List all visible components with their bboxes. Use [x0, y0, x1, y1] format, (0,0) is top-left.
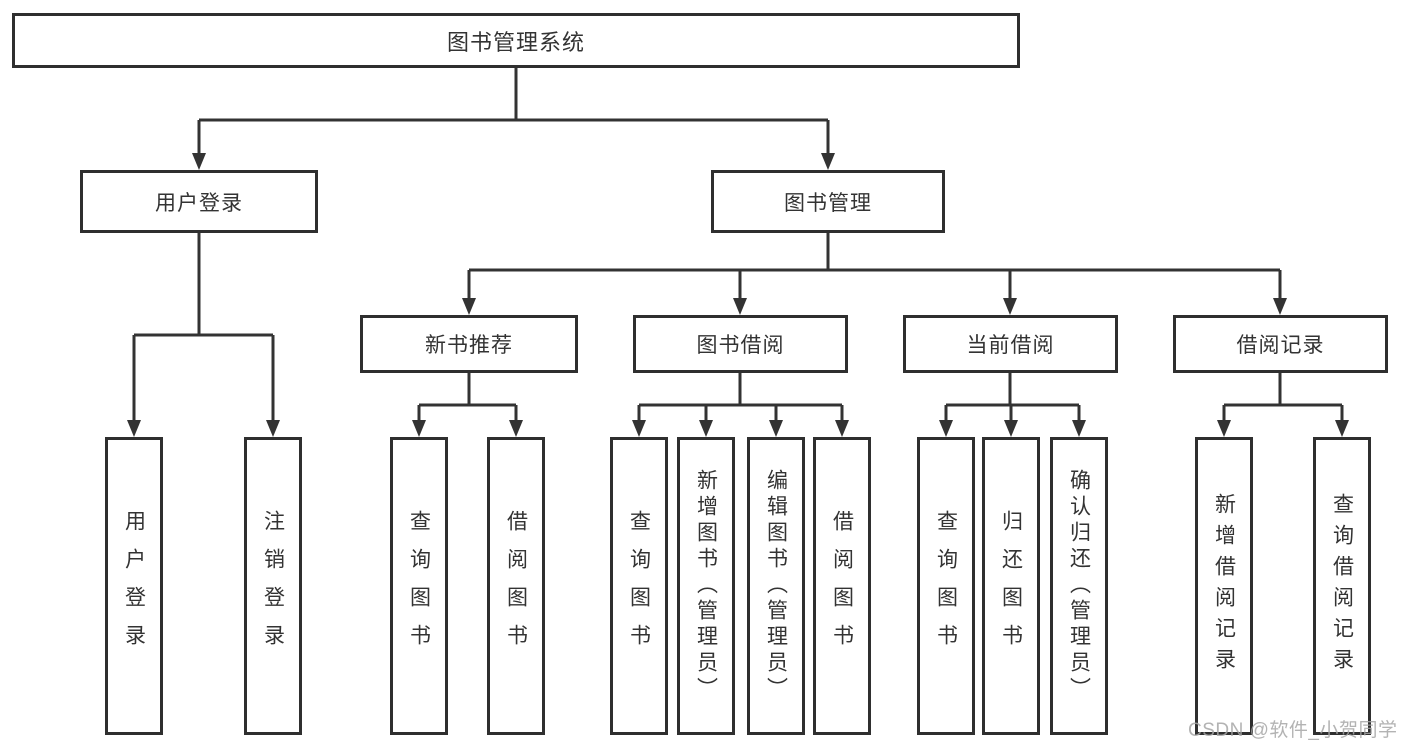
leaf-label: 查询借阅记录 — [1330, 493, 1354, 679]
arrowhead — [733, 298, 747, 315]
connector-newbook-to-leaves — [417, 373, 518, 421]
arrowhead — [699, 420, 713, 437]
leaf-query-borrow-record: 查询借阅记录 — [1313, 437, 1371, 735]
arrowhead — [462, 298, 476, 315]
leaf-borrow-books-newbook: 借阅图书 — [487, 437, 545, 735]
node-new-book-recommendation: 新书推荐 — [360, 315, 578, 373]
connector-userlogin-to-leaves — [132, 233, 275, 421]
connector-bookborrow-to-leaves — [637, 373, 844, 421]
leaf-add-borrow-record: 新增借阅记录 — [1195, 437, 1253, 735]
arrowhead — [939, 420, 953, 437]
arrowhead — [509, 420, 523, 437]
arrowhead — [1273, 298, 1287, 315]
leaf-edit-books-admin: 编辑图书（管理员） — [747, 437, 805, 735]
connector-bookmgmt-to-level3 — [467, 233, 1282, 299]
leaf-label: 查询图书 — [934, 510, 958, 662]
leaf-label: 借阅图书 — [504, 510, 528, 662]
leaf-query-books-borrow: 查询图书 — [610, 437, 668, 735]
node-book-borrowing: 图书借阅 — [633, 315, 848, 373]
node-current-borrowing: 当前借阅 — [903, 315, 1118, 373]
leaf-logout: 注销登录 — [244, 437, 302, 735]
leaf-label: 确认归还（管理员） — [1067, 469, 1091, 703]
arrowhead — [1072, 420, 1086, 437]
leaf-user-login: 用户登录 — [105, 437, 163, 735]
leaf-return-books: 归还图书 — [982, 437, 1040, 735]
connector-borrowrecords-to-leaves — [1222, 373, 1344, 421]
leaf-label: 注销登录 — [261, 510, 285, 662]
arrowhead — [1217, 420, 1231, 437]
leaf-label: 借阅图书 — [830, 510, 854, 662]
leaf-label: 编辑图书（管理员） — [764, 469, 788, 703]
node-book-management: 图书管理 — [711, 170, 945, 233]
leaf-borrow-books-borrow: 借阅图书 — [813, 437, 871, 735]
arrowhead — [821, 153, 835, 170]
arrowhead — [769, 420, 783, 437]
arrowhead — [127, 420, 141, 437]
arrowhead — [412, 420, 426, 437]
arrowhead — [835, 420, 849, 437]
leaf-label: 查询图书 — [407, 510, 431, 662]
arrowhead — [1335, 420, 1349, 437]
csdn-watermark: CSDN @软件_小贺同学 — [1188, 720, 1398, 741]
leaf-confirm-return-admin: 确认归还（管理员） — [1050, 437, 1108, 735]
leaf-label: 用户登录 — [122, 510, 146, 662]
node-user-login: 用户登录 — [80, 170, 318, 233]
leaf-label: 新增借阅记录 — [1212, 493, 1236, 679]
arrowhead — [192, 153, 206, 170]
leaf-add-books-admin: 新增图书（管理员） — [677, 437, 735, 735]
arrowhead — [1004, 420, 1018, 437]
connector-root-to-level2 — [197, 68, 830, 154]
leaf-label: 新增图书（管理员） — [694, 469, 718, 703]
arrowhead — [266, 420, 280, 437]
leaf-label: 查询图书 — [627, 510, 651, 662]
node-library-management-system: 图书管理系统 — [12, 13, 1020, 68]
arrowhead — [1003, 298, 1017, 315]
connector-currentborrow-to-leaves — [944, 373, 1081, 421]
node-borrowing-records: 借阅记录 — [1173, 315, 1388, 373]
leaf-query-books-current: 查询图书 — [917, 437, 975, 735]
arrowhead — [632, 420, 646, 437]
leaf-label: 归还图书 — [999, 510, 1023, 662]
leaf-query-books-newbook: 查询图书 — [390, 437, 448, 735]
